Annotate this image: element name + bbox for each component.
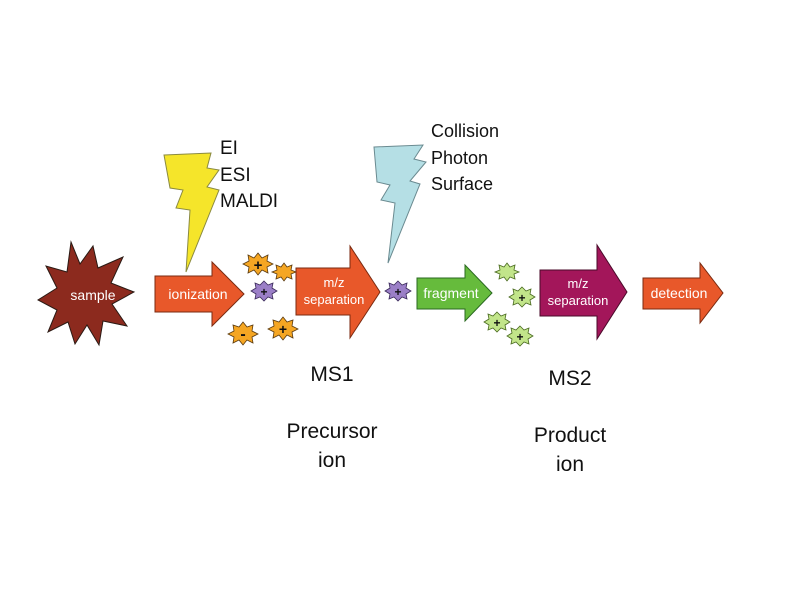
ms1-arrow-label-line1: m/z [324, 275, 345, 290]
ms2-label: MS2 [548, 367, 592, 390]
detection-label: detection [651, 285, 708, 301]
precursor-ion-label: Precursor ion [262, 417, 402, 475]
sample-label: sample [70, 287, 115, 303]
ms1-separation-arrow [295, 244, 381, 340]
ionization-method-ei: EI [220, 138, 238, 159]
fragment-arrow [416, 263, 493, 323]
product-line1: Product [533, 424, 607, 447]
fragmentation-method-surface: Surface [431, 174, 494, 194]
ionization-method-maldi: MALDI [220, 191, 279, 212]
precursor-line1: Precursor [286, 420, 378, 443]
ms1-arrow-label-line2: separation [304, 292, 365, 307]
negative-ion [227, 321, 259, 346]
neutral-ion [250, 280, 278, 302]
ion-sign: + [518, 291, 525, 305]
ion-sign: + [493, 316, 500, 330]
fragmentation-method-collision: Collision [431, 121, 500, 141]
fragment-label: fragment [423, 285, 478, 301]
ion-sign: - [240, 326, 245, 343]
ms1-label: MS1 [310, 363, 354, 386]
ion-cloud-ms1: + + - + [227, 252, 299, 346]
ionization-method-esi: ESI [220, 164, 251, 186]
ion-sign: + [260, 285, 267, 299]
ms2-arrow-label-line2: separation [548, 293, 609, 308]
sample-burst [37, 240, 136, 347]
product-ion [493, 262, 521, 282]
detection-arrow [642, 261, 724, 325]
precursor-line2: ion [317, 449, 347, 472]
ion-sign: + [394, 285, 401, 299]
positive-ion [242, 252, 274, 276]
product-ion-label: Product ion [510, 421, 630, 479]
fragmentation-lightning-icon [373, 144, 427, 264]
product-ion [483, 311, 511, 333]
ionization-lightning-icon [163, 152, 220, 273]
fragmentation-method-photon: Photon [431, 147, 489, 168]
product-ion [508, 286, 536, 308]
ion-sign: + [279, 321, 287, 337]
ionization-arrow [154, 260, 245, 328]
product-ion [506, 325, 534, 347]
ion-cloud-ms2: + + + [483, 262, 536, 347]
fragmentation-methods-list: Collision Photon Surface [431, 118, 499, 198]
ms2-separation-arrow [539, 243, 628, 341]
ionization-methods-list: EI ESI MALDI [220, 136, 278, 216]
ion-sign: + [516, 330, 523, 344]
precursor-ion [384, 280, 412, 302]
ion-sign: + [254, 257, 263, 274]
ionization-label: ionization [168, 286, 227, 302]
product-line2: ion [555, 453, 585, 476]
positive-ion [270, 262, 298, 282]
positive-ion [267, 316, 299, 341]
ms2-arrow-label-line1: m/z [568, 276, 589, 291]
